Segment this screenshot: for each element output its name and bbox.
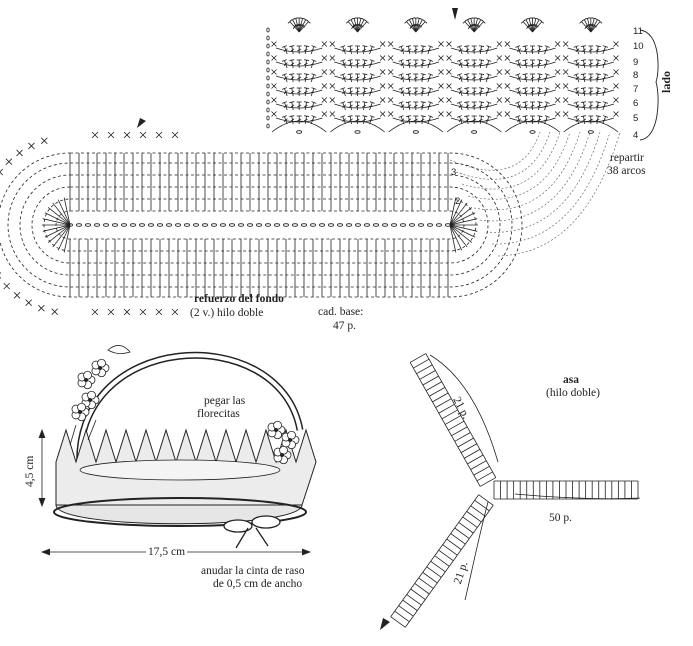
- height-dimension-label: 4,5 cm: [24, 455, 36, 487]
- side-row-number: 6: [633, 98, 639, 109]
- dimension-lines: [38, 354, 641, 601]
- base-chain-count: 47 p.: [333, 320, 356, 332]
- oval-base-stitch-chart: [0, 131, 523, 316]
- base-chain-label: cad. base:: [318, 306, 364, 318]
- handle-title: asa: [563, 374, 579, 386]
- start-marker-icon: [380, 618, 390, 630]
- base-reinforcement-label: refuerzo del fondo: [194, 293, 284, 305]
- base-reinforcement-note: (2 v.) hilo doble: [190, 307, 264, 319]
- ribbon-label: anudar la cinta de raso: [201, 565, 305, 577]
- side-row-number: 5: [633, 113, 639, 124]
- side-stitch-chart: [266, 17, 619, 134]
- arches-label: 38 arcos: [607, 165, 646, 177]
- start-marker-icon: [452, 8, 458, 20]
- glue-flowers-label: pegar las: [204, 395, 246, 407]
- handle-stitch-chart: [390, 353, 639, 628]
- side-row-number: 10: [633, 41, 644, 52]
- base-to-side-connector-lines: [449, 131, 621, 257]
- handle-leg-length: 50 p.: [549, 512, 572, 524]
- side-row-number: 8: [633, 70, 639, 81]
- glue-flowers-label: florecitas: [197, 408, 240, 420]
- side-row-number: 7: [633, 84, 639, 95]
- side-row-number: 9: [633, 57, 639, 68]
- width-dimension-label: 17,5 cm: [146, 546, 188, 559]
- side-row-number: 4: [633, 130, 639, 141]
- side-row-number: 11: [633, 26, 643, 37]
- handle-note: (hilo doble): [546, 387, 600, 399]
- start-marker-icon: [137, 118, 146, 128]
- base-round-number: 3: [451, 167, 457, 178]
- side-label: lado: [659, 70, 673, 93]
- base-round-number: 2: [455, 196, 461, 207]
- ribbon-label: de 0,5 cm de ancho: [213, 578, 303, 590]
- finished-basket-illustration: [53, 345, 317, 549]
- side-rows-brace: [639, 29, 659, 141]
- distribute-label: repartir: [610, 152, 644, 164]
